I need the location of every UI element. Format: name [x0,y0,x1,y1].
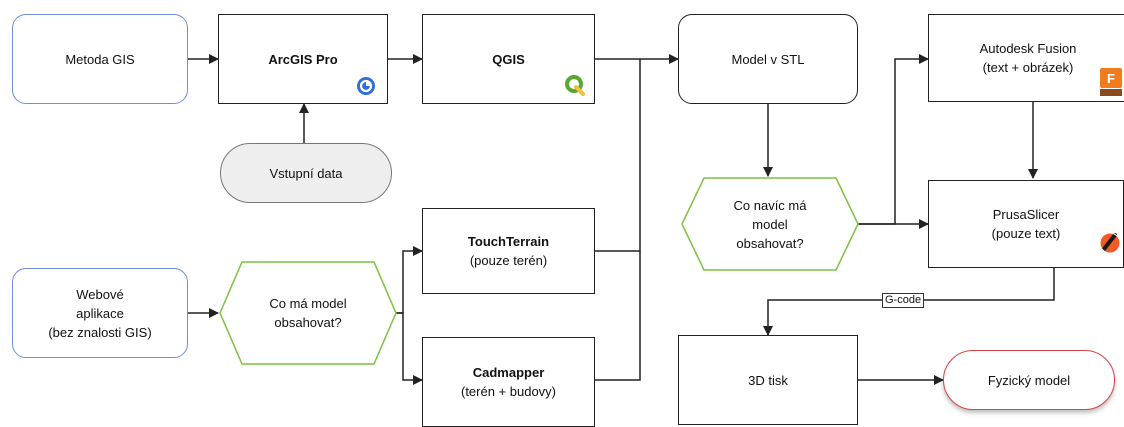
node-cadmapper: Cadmapper (terén + budovy) [422,337,595,427]
edge-comamodel-to-touchterrain [396,246,423,314]
edge-comamodel-to-cadmapper [396,312,423,385]
node-webove-aplikace-line2: aplikace [76,305,124,321]
prusaslicer-icon [1099,232,1121,254]
node-metoda-gis-label: Metoda GIS [65,51,135,67]
node-autodesk-fusion-line1: Autodesk Fusion [979,41,1077,56]
node-model-v-stl-label: Model v STL [731,51,805,67]
node-touchterrain: TouchTerrain (pouze terén) [422,208,595,294]
decision-co-ma-model: Co má model obsahovat? [220,262,396,364]
svg-text:F: F [1107,71,1115,86]
node-prusaslicer-line2: (pouze text) [991,226,1061,241]
node-webove-aplikace-line1: Webové [76,286,124,302]
node-3d-tisk: 3D tisk [678,335,858,425]
node-prusaslicer: PrusaSlicer (pouze text) [928,180,1124,268]
node-autodesk-fusion-line2: (text + obrázek) [982,60,1074,75]
node-vstupni-data: Vstupní data [220,143,392,203]
node-webove-aplikace: Webové aplikace (bez znalosti GIS) [12,268,188,358]
node-vstupni-data-label: Vstupní data [269,165,343,181]
node-qgis-label: QGIS [492,51,525,67]
edge-label-gcode: G-code [882,293,925,308]
arcgis-pro-icon [357,77,375,95]
decision-co-ma-model-line2: obsahovat? [274,315,342,330]
decision-co-navic-line2: model [752,216,788,232]
decision-co-ma-model-shape [219,261,397,365]
node-cadmapper-line2: (terén + budovy) [460,384,557,399]
edge-cadmapper-to-stl [595,251,641,381]
decision-co-navic-line3: obsahovat? [736,235,804,251]
edge-conavic-to-fusion [858,54,929,225]
node-qgis: QGIS [422,14,595,104]
node-touchterrain-line1: TouchTerrain [467,234,550,249]
node-cadmapper-line1: Cadmapper [472,365,545,380]
qgis-icon [565,75,585,96]
node-prusaslicer-line1: PrusaSlicer [992,207,1060,222]
node-fyzicky-model-label: Fyzický model [987,372,1071,388]
node-arcgis-pro-label: ArcGIS Pro [268,51,338,67]
node-3d-tisk-label: 3D tisk [748,372,788,388]
decision-co-ma-model-line1: Co má model [269,296,347,311]
edge-touchterrain-to-stl [595,59,641,252]
node-touchterrain-line2: (pouze terén) [469,253,548,268]
autodesk-fusion-icon: F [1100,68,1122,96]
node-model-v-stl: Model v STL [678,14,858,104]
node-webove-aplikace-line3: (bez znalosti GIS) [48,324,152,340]
decision-co-navic-shape [681,177,859,271]
node-fyzicky-model: Fyzický model [943,350,1115,410]
node-autodesk-fusion: Autodesk Fusion (text + obrázek) [928,14,1124,102]
node-metoda-gis: Metoda GIS [12,14,188,104]
decision-co-navic-line1: Co navíc má [733,197,807,213]
decision-co-navic: Co navíc má model obsahovat? [682,178,858,270]
